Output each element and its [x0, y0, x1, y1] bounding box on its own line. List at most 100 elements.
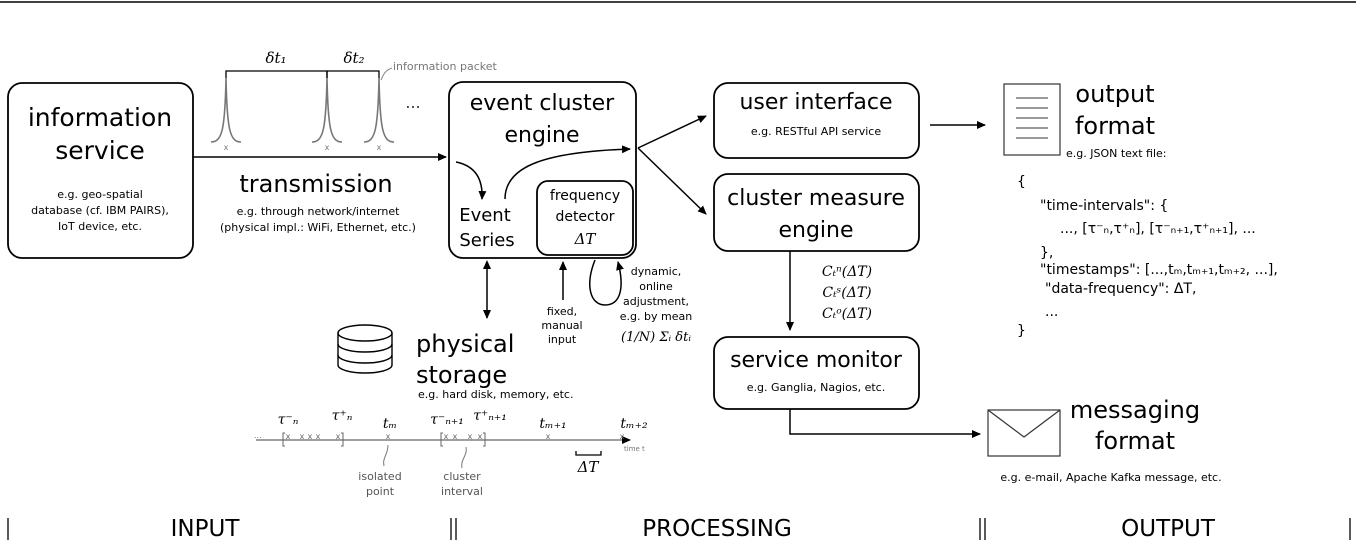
dt2-label: δt₂: [343, 49, 364, 67]
svg-text:x: x: [316, 432, 321, 441]
information-packets: x x x ... δt₁ δt₂ information packet: [210, 49, 497, 152]
information-service-title-2: service: [55, 136, 145, 165]
t-m: tₘ: [383, 416, 397, 432]
fixed-input-3: input: [548, 333, 577, 346]
messaging-title-2: format: [1095, 427, 1175, 455]
output-format-desc: e.g. JSON text file:: [1066, 147, 1167, 160]
frequency-detector-2: detector: [555, 209, 614, 225]
physical-storage: physical storage e.g. hard disk, memory,…: [337, 324, 573, 401]
information-service-box: information service e.g. geo-spatial dat…: [7, 82, 194, 259]
information-service-desc-3: IoT device, etc.: [58, 220, 142, 233]
cluster-pointer: [461, 446, 467, 469]
tau-n-minus: τ⁻ₙ: [278, 412, 299, 428]
packet-peak-3: [363, 77, 395, 143]
output-format-title-1: output: [1075, 80, 1154, 108]
frequency-detector-box: [536, 180, 634, 256]
service-monitor-box: service monitor e.g. Ganglia, Nagios, et…: [713, 336, 920, 410]
packet-ellipsis: ...: [405, 93, 420, 112]
cluster-2-bracket: [440, 432, 486, 447]
json-line-4: },: [1040, 245, 1053, 261]
dynamic-1: dynamic,: [631, 265, 682, 278]
t-m2: tₘ₊₂: [620, 416, 648, 432]
dt2-bracket: [326, 70, 380, 78]
frequency-detector-3: ΔT: [574, 230, 597, 248]
isolated-label-1: isolated: [358, 470, 401, 483]
timeline-dots: ...: [254, 431, 262, 440]
svg-text:x: x: [386, 432, 391, 441]
tau-n1-minus: τ⁻ₙ₊₁: [430, 412, 464, 428]
storage-title-2: storage: [416, 361, 507, 389]
json-line-5: "timestamps": [...,tₘ,tₘ₊₁,tₘ₊₂, ...],: [1040, 262, 1278, 278]
transmission-desc-1: e.g. through network/internet: [237, 205, 401, 218]
packet-peak-2: [311, 77, 343, 143]
svg-text:x: x: [300, 432, 305, 441]
json-line-1: {: [1017, 174, 1026, 190]
measure-cn: Cₜⁿ(ΔT): [822, 264, 872, 280]
packet-x-1: x: [224, 143, 229, 152]
dynamic-4: e.g. by mean: [620, 310, 692, 323]
arrow-to-messaging: [789, 409, 981, 438]
svg-text:x: x: [444, 432, 449, 441]
information-service-title-1: information: [28, 103, 172, 132]
storage-title-1: physical: [416, 330, 514, 358]
envelope-icon: [987, 409, 1061, 457]
svg-text:x: x: [620, 432, 625, 441]
information-packet-label: information packet: [393, 60, 497, 73]
measure-co: Cₜᵒ(ΔT): [822, 306, 872, 322]
svg-text:x: x: [468, 432, 473, 441]
document-icon: [1003, 83, 1061, 156]
measure-cs: Cₜˢ(ΔT): [822, 285, 871, 301]
packet-x-2: x: [325, 143, 330, 152]
cluster-1-bracket: [282, 432, 344, 447]
cluster-measure-title-2: engine: [778, 218, 853, 243]
information-service-desc-2: database (cf. IBM PAIRS),: [31, 204, 169, 217]
frequency-detector-1: frequency: [550, 188, 620, 204]
messaging-title-1: messaging: [1070, 396, 1200, 424]
event-series-2: Series: [459, 230, 514, 251]
arrow-to-user-interface: [637, 115, 707, 149]
footer-input: INPUT: [171, 516, 241, 542]
json-example: { "time-intervals": { ..., [τ⁻ₙ,τ⁺ₙ], [τ…: [1017, 174, 1278, 339]
fixed-input-1: fixed,: [547, 305, 577, 318]
information-service-desc-1: e.g. geo-spatial: [57, 188, 143, 201]
transmission-desc-2: (physical impl.: WiFi, Ethernet, etc.): [220, 221, 416, 234]
cluster-measure-title-1: cluster measure: [727, 186, 905, 211]
svg-text:x: x: [308, 432, 313, 441]
svg-text:x: x: [478, 432, 483, 441]
event-series-1: Event: [459, 205, 511, 226]
storage-desc: e.g. hard disk, memory, etc.: [418, 388, 573, 401]
event-engine-title-1: event cluster: [470, 91, 615, 116]
engine-internal-arrow-down: [455, 161, 487, 200]
svg-text:x: x: [336, 432, 341, 441]
t-m1: tₘ₊₁: [539, 416, 566, 432]
tau-n-plus: τ⁺ₙ: [332, 408, 353, 424]
packet-pointer: [380, 67, 393, 81]
footer-processing: PROCESSING: [642, 516, 792, 542]
user-interface-title: user interface: [739, 90, 892, 115]
svg-text:x: x: [546, 432, 551, 441]
tau-n1-plus: τ⁺ₙ₊₁: [473, 408, 507, 424]
fixed-input-2: manual: [541, 319, 582, 332]
user-interface-desc: e.g. RESTful API service: [751, 125, 881, 138]
dynamic-formula: (1/N) Σᵢ δtᵢ: [621, 330, 691, 345]
event-timeline: ... x x x x x x x x x x x x τ⁻ₙ τ⁺ₙ tₘ τ…: [254, 408, 648, 498]
database-icon: [337, 324, 393, 374]
json-line-3: ..., [τ⁻ₙ,τ⁺ₙ], [τ⁻ₙ₊₁,τ⁺ₙ₊₁], ...: [1060, 221, 1256, 237]
event-engine-title-2: engine: [504, 123, 579, 148]
messaging-desc: e.g. e-mail, Apache Kafka message, etc.: [1000, 471, 1221, 484]
dt1-label: δt₁: [265, 49, 286, 67]
service-monitor-desc: e.g. Ganglia, Nagios, etc.: [747, 381, 885, 394]
event-cluster-engine-box: event cluster engine Event Series freque…: [448, 81, 637, 259]
timeline-points: x x x x x x x x x x x x: [286, 432, 625, 441]
delta-t-bracket: [575, 451, 602, 456]
isolated-pointer: [383, 444, 389, 467]
isolated-label-2: point: [366, 485, 395, 498]
arrow-to-cluster-measure: [637, 147, 707, 215]
svg-text:x: x: [286, 432, 291, 441]
engine-internal-arrow-up: [504, 145, 631, 200]
json-line-8: }: [1017, 323, 1026, 339]
json-line-2: "time-intervals": {: [1040, 198, 1168, 214]
dynamic-3: adjustment,: [623, 295, 689, 308]
svg-text:x: x: [453, 432, 458, 441]
